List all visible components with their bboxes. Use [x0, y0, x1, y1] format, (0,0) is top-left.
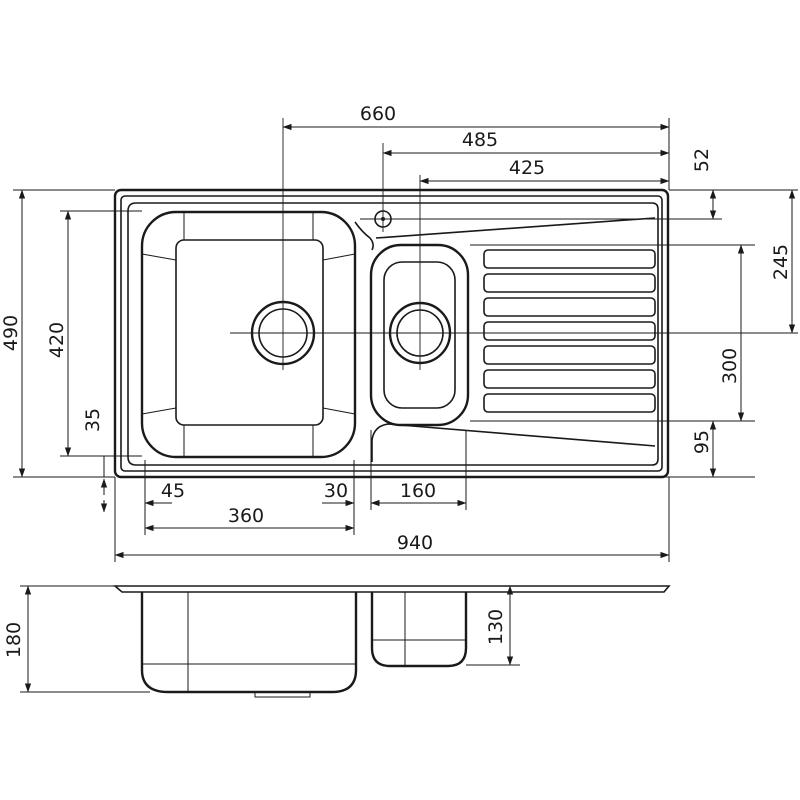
- dim-label-490: 490: [0, 315, 22, 351]
- main-bowl-corner-shading: [141, 212, 356, 457]
- dim-label-425: 425: [509, 157, 545, 179]
- dim-label-300: 300: [719, 348, 741, 384]
- main-bowl-rim: [140, 210, 357, 459]
- center-lines: [230, 118, 798, 370]
- dim-label-160: 160: [400, 480, 436, 502]
- half-bowl-rim: [369, 243, 470, 427]
- dim-label-180: 180: [3, 622, 25, 658]
- elevation-flange: [112, 585, 671, 593]
- drainer-groove: [483, 321, 656, 341]
- dim-label-660: 660: [360, 103, 396, 125]
- half-bowl: [369, 243, 470, 427]
- elevation-main-bowl: [140, 592, 358, 694]
- drainer-groove: [483, 369, 656, 389]
- drainer-groove: [483, 393, 656, 413]
- dim-label-360: 360: [228, 505, 264, 527]
- elevation-main-waste: [254, 691, 311, 698]
- sink-outer-flange: [113, 188, 670, 479]
- dimension-lines: [18, 123, 796, 693]
- dim-label-30: 30: [324, 480, 348, 502]
- dim-label-52: 52: [691, 148, 713, 172]
- sink-inner-flange: [120, 195, 663, 472]
- main-bowl-floor: [175, 239, 324, 426]
- drainer-bevel: [371, 423, 656, 462]
- dim-label-420: 420: [46, 322, 68, 358]
- tap-platform-edge: [354, 217, 656, 251]
- dimension-labels: 660 485 425 940 360 45 30 160 490 420 35…: [0, 103, 792, 658]
- elevation-half-bowl: [370, 592, 468, 668]
- drainer-groove: [483, 345, 656, 365]
- dim-label-485: 485: [462, 129, 498, 151]
- drainer-groove: [483, 249, 656, 269]
- main-bowl: [140, 210, 357, 459]
- dim-label-245: 245: [770, 244, 792, 280]
- dim-label-130: 130: [485, 609, 507, 645]
- dim-label-35: 35: [82, 408, 104, 432]
- dim-label-45: 45: [161, 480, 185, 502]
- plan-view: [113, 118, 798, 479]
- dim-label-95: 95: [691, 430, 713, 454]
- half-bowl-floor: [383, 261, 456, 409]
- deck-outline: [127, 202, 659, 466]
- drainer-groove: [483, 297, 656, 317]
- drainer-groove: [483, 273, 656, 293]
- drainer-grooves: [483, 249, 656, 413]
- dim-label-940: 940: [397, 532, 433, 554]
- side-elevation: [112, 585, 671, 698]
